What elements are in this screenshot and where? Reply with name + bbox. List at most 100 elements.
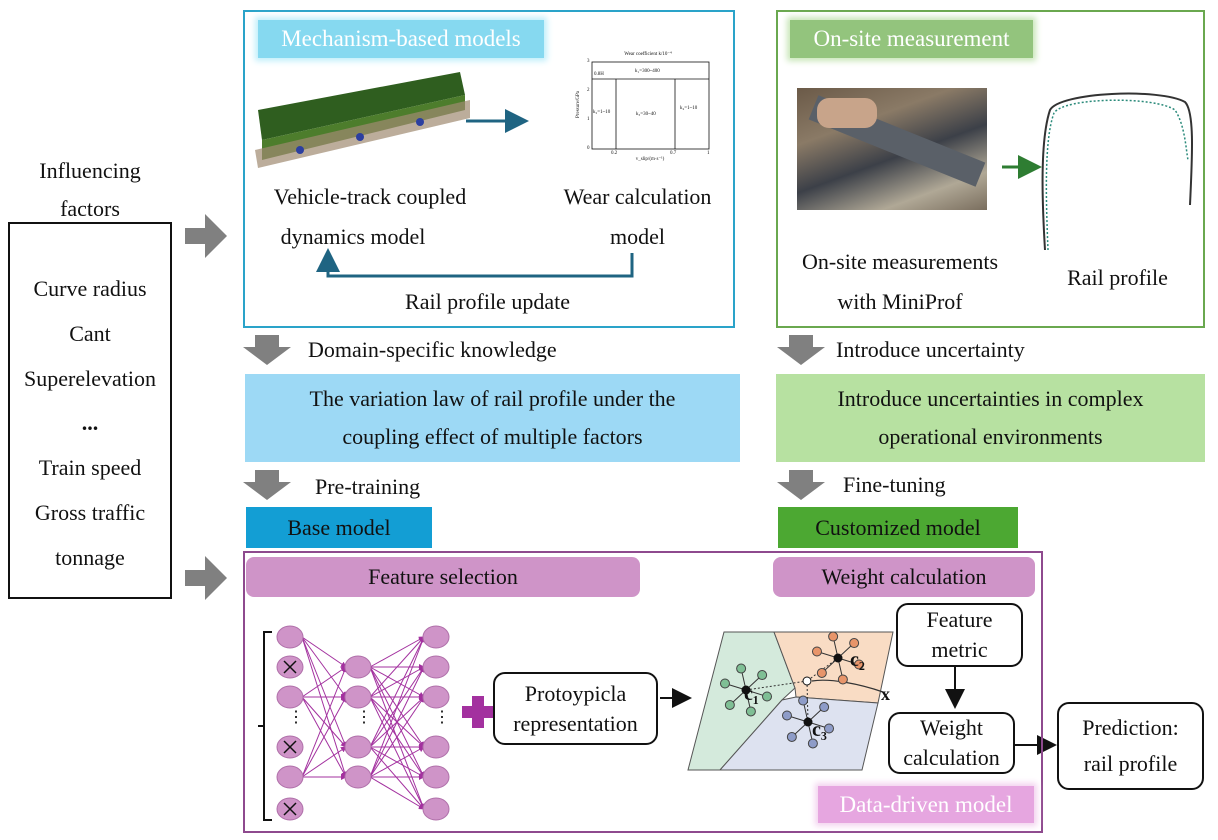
label-line: dynamics model: [280, 224, 426, 249]
dropout-x-icon: [283, 660, 297, 674]
label-line: Vehicle-track coupled: [273, 184, 467, 209]
nn-connection: [301, 666, 347, 698]
block-arrow-down: [243, 335, 825, 500]
nn-node: [422, 735, 450, 759]
feature-selection-header: Feature selection: [246, 557, 640, 597]
uncertainty-box: Introduce uncertainties in complex opera…: [776, 374, 1205, 462]
factor-item: tonnage: [55, 544, 125, 570]
x-tick: 0.7: [670, 151, 677, 156]
fine-tuning-label: Fine-tuning: [843, 472, 946, 497]
feature-metric-box: Feature metric: [896, 603, 1023, 667]
nn-connection: [301, 636, 348, 778]
nn-connection: [369, 666, 426, 810]
nn-node: [344, 735, 372, 759]
sample-point: [807, 738, 818, 749]
onsite-header: On-site measurement: [790, 20, 1033, 58]
nn-node: [344, 765, 372, 789]
plus-icon: [462, 696, 494, 728]
wear-chart-ylabel: Pressure/GPa: [575, 91, 581, 118]
sample-point: [736, 663, 747, 674]
wear-chart: [591, 61, 710, 150]
sample-point: [854, 659, 865, 670]
wear-chart-xlabel: v_slip/(m·s⁻¹): [635, 157, 665, 162]
y-tick: 3: [587, 59, 590, 64]
base-model-label: Base model: [246, 507, 432, 548]
nn-node: [276, 685, 304, 709]
datadriven-footer: Data-driven model: [818, 786, 1034, 823]
nn-node: [344, 655, 372, 679]
rail-profile-update-label: Rail profile update: [405, 289, 570, 314]
mechanism-panel: [243, 10, 735, 328]
box-line: Protoypicla: [524, 680, 627, 706]
pre-training-label: Pre-training: [315, 474, 421, 499]
y-tick: 2: [587, 88, 590, 93]
train-model-image: [255, 72, 470, 168]
variation-law-box: The variation law of rail profile under …: [245, 374, 740, 462]
nn-node: [276, 625, 304, 649]
nn-connection: [369, 636, 425, 778]
nn-connection: [301, 636, 347, 748]
nn-node: [422, 625, 450, 649]
nn-node: [276, 765, 304, 789]
nn-connection: [369, 666, 425, 698]
box-line: rail profile: [1083, 751, 1178, 776]
nn-connection: [301, 696, 347, 778]
nn-connection: [369, 746, 425, 778]
nn-connection: [301, 636, 347, 698]
measurement-label: On-site measurements with MiniProf: [780, 242, 1020, 322]
influencing-factors-box: Curve radius Cant Superelevation ... Tra…: [8, 222, 172, 599]
sample-point: [828, 631, 839, 642]
dropout-x-icon: [283, 802, 297, 816]
nn-connection: [369, 746, 425, 810]
nn-connection: [301, 666, 347, 778]
rail-profile-curve: [1041, 92, 1194, 251]
c2-label: c₂: [850, 649, 865, 671]
wear-chart-title: Wear coefficient k/10⁻⁴: [624, 52, 672, 57]
y-tick: 0: [587, 146, 590, 151]
sample-point: [724, 699, 735, 710]
prototype-center: [833, 653, 843, 663]
prototypical-representation-box: Protoypicla representation: [493, 672, 658, 745]
prototype-voronoi: [687, 631, 894, 771]
c1-label: c₁: [744, 683, 759, 705]
region-label: 0.8H: [594, 72, 604, 77]
sample-point: [849, 638, 860, 649]
mechanism-header: Mechanism-based models: [258, 20, 544, 58]
nn-node: [422, 685, 450, 709]
title-line: Influencing: [39, 158, 141, 183]
sample-point: [781, 710, 792, 721]
nn-connection: [301, 636, 347, 668]
sample-point: [762, 691, 773, 702]
ellipsis: ⋮: [434, 709, 450, 726]
label-line: Wear calculation: [563, 184, 712, 209]
box-line: metric: [931, 637, 988, 662]
box-line: The variation law of rail profile under …: [309, 386, 676, 411]
block-arrow-right: [185, 214, 227, 600]
box-line: Feature: [926, 607, 993, 632]
sample-point: [719, 678, 730, 689]
miniprof-photo: [797, 88, 987, 210]
weight-calculation-header: Weight calculation: [773, 557, 1035, 597]
c3-label: c₃: [812, 719, 827, 741]
box-line: Introduce uncertainties in complex: [837, 386, 1144, 411]
arrow-profile-update-loop: [316, 248, 634, 278]
sample-point: [816, 667, 827, 678]
box-line: representation: [513, 710, 638, 736]
box-line: Prediction:: [1082, 715, 1179, 740]
region-label: k₁=300~400: [635, 69, 660, 74]
nn-node: [422, 655, 450, 679]
customized-model-label: Customized model: [778, 507, 1018, 548]
label-line: with MiniProf: [837, 289, 963, 314]
sample-point: [757, 670, 768, 681]
label-line: On-site measurements: [801, 249, 999, 274]
neural-network: ⋮⋮⋮: [258, 625, 450, 821]
box-line: calculation: [903, 745, 1000, 770]
sample-point: [786, 731, 797, 742]
dynamics-model-label: Vehicle-track coupled dynamics model: [250, 177, 490, 257]
factor-list: Curve radius Cant Superelevation ... Tra…: [10, 267, 170, 581]
nn-node: [344, 685, 372, 709]
ellipsis: ⋮: [356, 709, 372, 726]
factor-item: Train speed: [38, 455, 142, 481]
nn-connection: [369, 696, 425, 810]
